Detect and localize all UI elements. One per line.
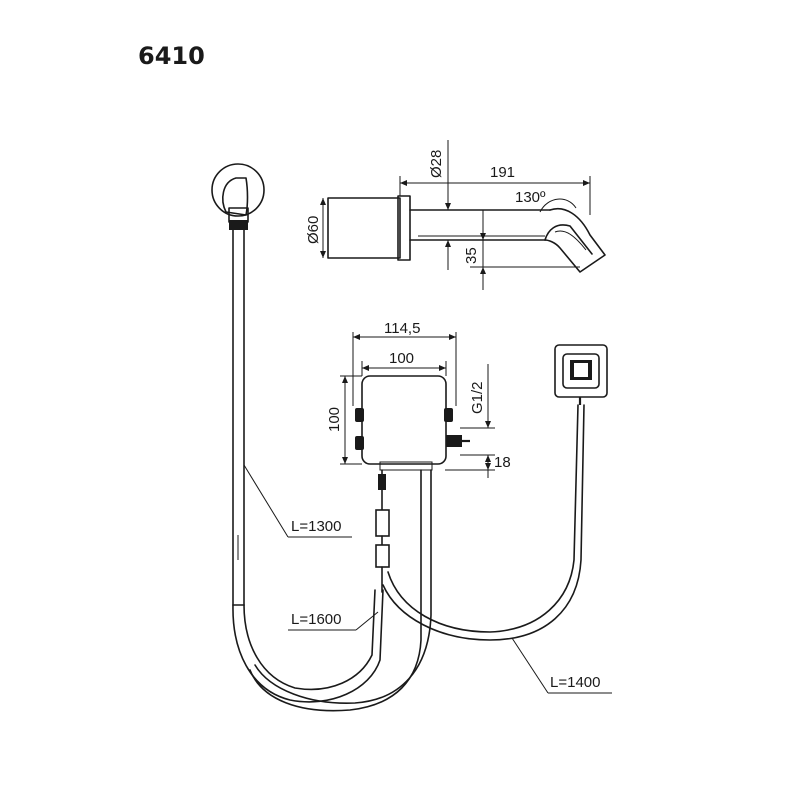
label-l1600: L=1600	[288, 611, 379, 631]
label-l1400: L=1400	[511, 637, 612, 694]
svg-text:130º: 130º	[515, 189, 546, 206]
svg-text:191: 191	[490, 164, 515, 181]
svg-text:L=1600: L=1600	[291, 611, 341, 628]
model-number: 6410	[138, 42, 205, 70]
hose-loop	[232, 469, 432, 712]
control-box: 114,5 100 100 G1/2 18	[326, 320, 511, 478]
svg-text:100: 100	[389, 350, 414, 367]
svg-text:Ø28: Ø28	[428, 150, 445, 178]
svg-text:100: 100	[326, 407, 343, 432]
label-l1300: L=1300	[243, 464, 352, 538]
svg-text:Ø60: Ø60	[305, 216, 322, 244]
svg-text:114,5: 114,5	[384, 320, 420, 337]
cable-connectors	[375, 469, 390, 593]
svg-text:18: 18	[494, 454, 511, 471]
spout-assembly: 191 Ø28 Ø60 35 130º	[305, 140, 606, 290]
sensor-unit	[382, 344, 608, 641]
svg-text:35: 35	[463, 247, 480, 264]
svg-text:L=1300: L=1300	[291, 518, 341, 535]
svg-text:L=1400: L=1400	[550, 674, 600, 691]
shower-head-assembly	[211, 163, 265, 606]
svg-text:G1/2: G1/2	[469, 381, 486, 414]
